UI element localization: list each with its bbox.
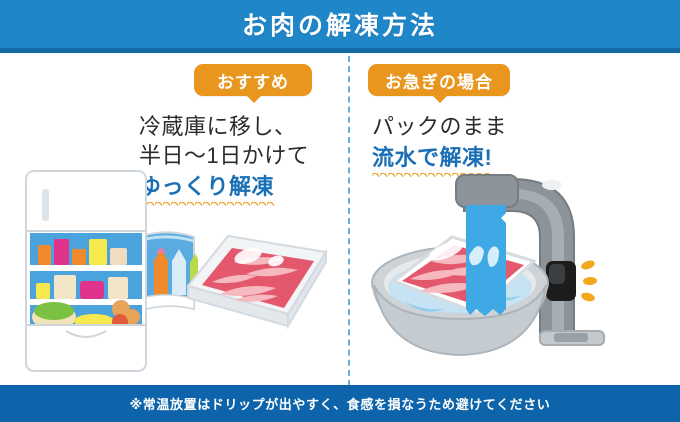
badge-recommended: おすすめ	[194, 64, 312, 103]
caption-running-water: パックのまま 流水で解凍!	[372, 112, 508, 177]
badge-in-a-hurry: お急ぎの場合	[368, 64, 510, 103]
header-bar: お肉の解凍方法	[0, 0, 680, 48]
badge-in-a-hurry-label: お急ぎの場合	[385, 72, 493, 92]
caption-line-1: 冷蔵庫に移し、	[139, 114, 297, 139]
wavy-underline-right	[372, 171, 493, 177]
badge-recommended-label: おすすめ	[217, 72, 289, 92]
footer-note: ※常温放置はドリップが出やすく、食感を損なうため避けてください	[129, 397, 551, 412]
panel-running-water-thaw: お急ぎの場合 パックのまま 流水で解凍!	[350, 53, 680, 385]
caption-right-line-1: パックのまま	[372, 114, 508, 139]
caption-line-2: 半日〜1日かけて	[139, 143, 310, 168]
caption-slow-thaw: 冷蔵庫に移し、 半日〜1日かけて ゆっくり解凍	[139, 112, 310, 206]
refrigerator-illustration	[8, 165, 198, 380]
header-accent-strip	[0, 48, 680, 53]
wavy-underline-left	[139, 200, 275, 206]
meat-tray-illustration	[176, 228, 336, 338]
page-title: お肉の解凍方法	[241, 13, 438, 40]
caption-line-3-accent: ゆっくり解凍	[139, 174, 275, 199]
caption-right-line-2-accent: 流水で解凍!	[372, 145, 493, 170]
panel-divider	[348, 56, 350, 386]
faucet-bowl-illustration	[368, 165, 673, 380]
footer-bar: ※常温放置はドリップが出やすく、食感を損なうため避けてください	[0, 385, 680, 422]
panel-slow-thaw: おすすめ 冷蔵庫に移し、 半日〜1日かけて ゆっくり解凍	[0, 53, 348, 385]
